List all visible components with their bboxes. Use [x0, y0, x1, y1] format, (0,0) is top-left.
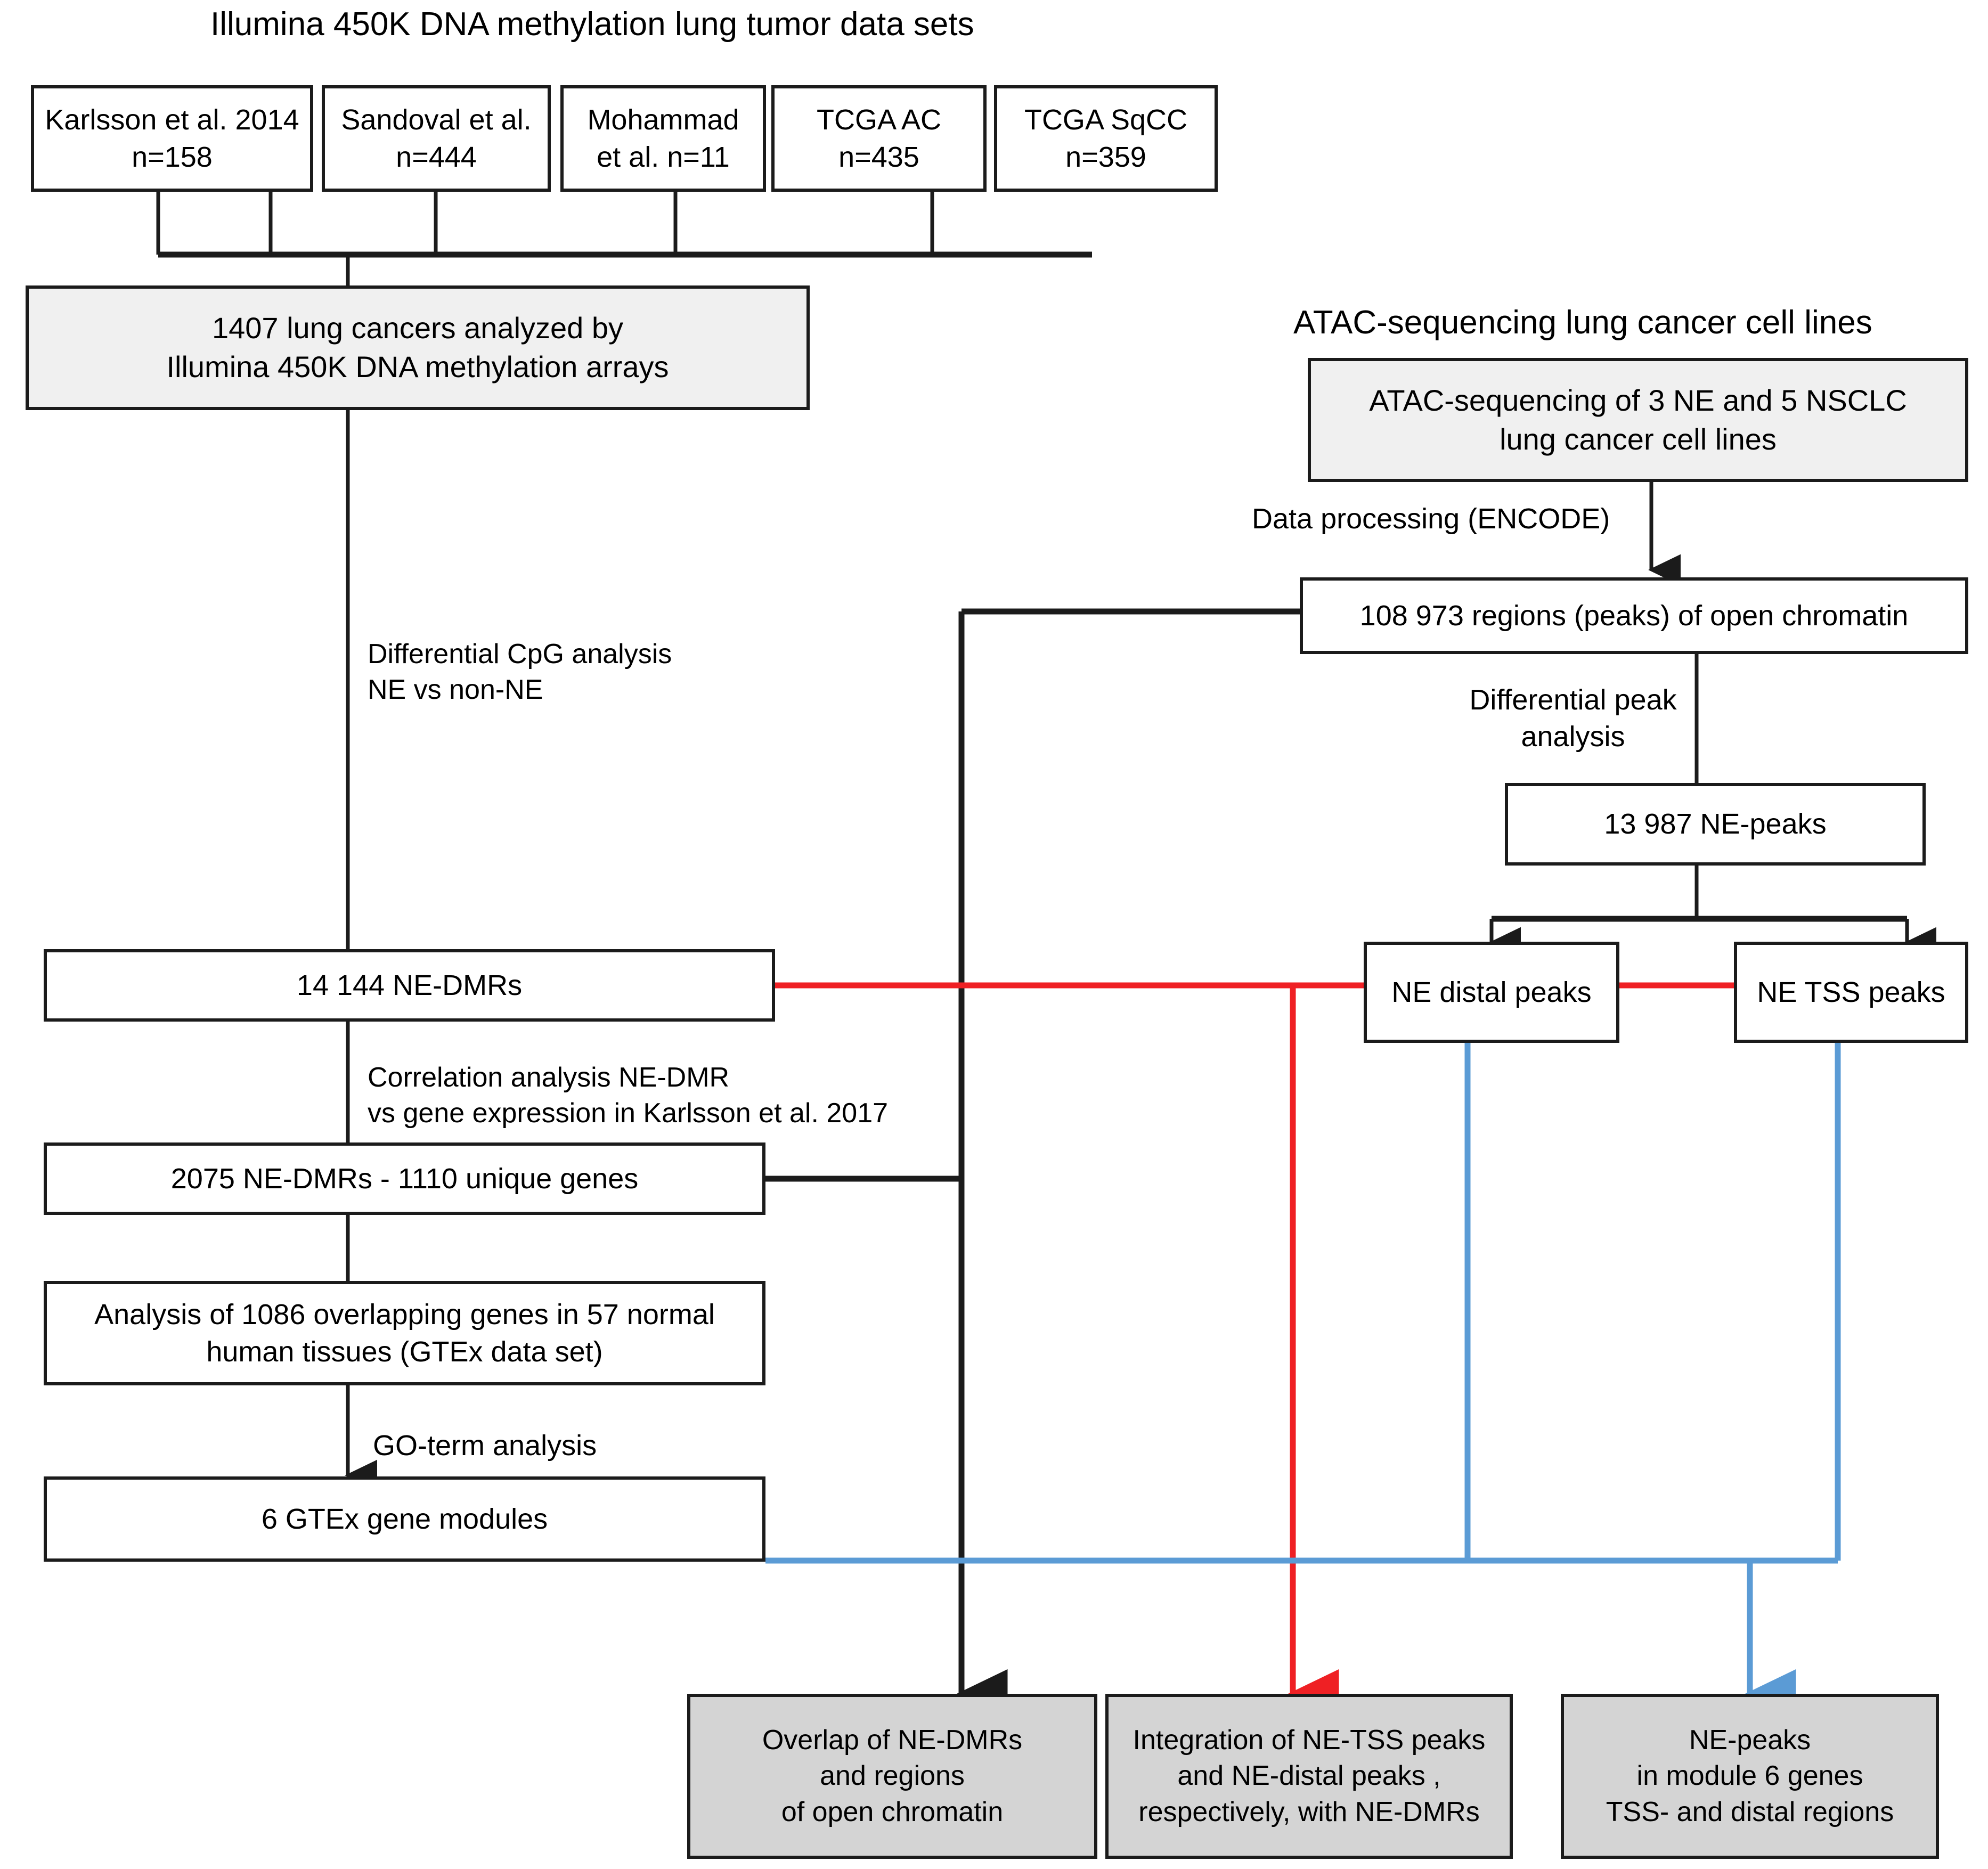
node-atac-seq[interactable]: ATAC-sequencing of 3 NE and 5 NSCLC lung…: [1308, 358, 1968, 482]
node-label: 2075 NE-DMRs - 1110 unique genes: [170, 1162, 639, 1195]
dataset-box-tcga-sqcc[interactable]: TCGA SqCC n=359: [994, 85, 1218, 192]
node-dmr-genes[interactable]: 2075 NE-DMRs - 1110 unique genes: [44, 1142, 765, 1215]
dataset-box-karlsson[interactable]: Karlsson et al. 2014 n=158: [31, 85, 313, 192]
edge-label-correlation: Correlation analysis NE-DMR vs gene expr…: [368, 1062, 889, 1129]
edge-label-data-processing: Data processing (ENCODE): [1252, 503, 1610, 535]
dataset-label: TCGA AC n=435: [816, 103, 942, 173]
node-label: 6 GTEx gene modules: [261, 1503, 548, 1535]
dataset-label: Sandoval et al. n=444: [341, 103, 532, 173]
node-label: 1407 lung cancers analyzed by Illumina 4…: [166, 311, 669, 383]
node-gtex-analysis[interactable]: Analysis of 1086 overlapping genes in 57…: [44, 1281, 765, 1385]
edge-label-differential-peak: Differential peak analysis: [1469, 684, 1677, 753]
node-label: NE-peaks in module 6 genes TSS- and dist…: [1606, 1724, 1894, 1827]
node-label: NE distal peaks: [1391, 976, 1592, 1008]
dataset-label: TCGA SqCC n=359: [1024, 103, 1188, 173]
edge-label-go-term: GO-term analysis: [373, 1430, 597, 1462]
left-title: Illumina 450K DNA methylation lung tumor…: [210, 6, 974, 43]
node-ne-tss-peaks[interactable]: NE TSS peaks: [1734, 942, 1968, 1043]
dataset-box-sandoval[interactable]: Sandoval et al. n=444: [322, 85, 551, 192]
node-label: 13 987 NE-peaks: [1604, 808, 1827, 840]
node-ne-distal-peaks[interactable]: NE distal peaks: [1364, 942, 1619, 1043]
dataset-label: Karlsson et al. 2014 n=158: [45, 103, 299, 173]
node-output-overlap[interactable]: Overlap of NE-DMRs and regions of open c…: [687, 1694, 1097, 1859]
node-label: Analysis of 1086 overlapping genes in 57…: [94, 1298, 715, 1368]
edge-label-differential-cpg: Differential CpG analysis NE vs non-NE: [368, 639, 672, 705]
dataset-label: Mohammad et al. n=11: [587, 103, 739, 173]
node-ne-peaks[interactable]: 13 987 NE-peaks: [1505, 783, 1926, 866]
node-label: NE TSS peaks: [1757, 976, 1945, 1008]
node-open-chromatin[interactable]: 108 973 regions (peaks) of open chromati…: [1300, 577, 1968, 654]
dataset-box-tcga-ac[interactable]: TCGA AC n=435: [771, 85, 987, 192]
node-ne-dmrs[interactable]: 14 144 NE-DMRs: [44, 949, 775, 1022]
node-output-integration[interactable]: Integration of NE-TSS peaks and NE-dista…: [1105, 1694, 1513, 1859]
node-label: 14 144 NE-DMRs: [296, 969, 523, 1001]
node-output-module6[interactable]: NE-peaks in module 6 genes TSS- and dist…: [1561, 1694, 1939, 1859]
right-title: ATAC-sequencing lung cancer cell lines: [1293, 304, 1872, 341]
node-label: Overlap of NE-DMRs and regions of open c…: [762, 1724, 1023, 1827]
node-label: Integration of NE-TSS peaks and NE-dista…: [1132, 1724, 1486, 1827]
node-label: ATAC-sequencing of 3 NE and 5 NSCLC lung…: [1369, 383, 1907, 456]
node-cohort[interactable]: 1407 lung cancers analyzed by Illumina 4…: [26, 285, 810, 410]
node-label: 108 973 regions (peaks) of open chromati…: [1359, 599, 1909, 632]
dataset-box-mohammad[interactable]: Mohammad et al. n=11: [560, 85, 766, 192]
node-gtex-modules[interactable]: 6 GTEx gene modules: [44, 1476, 765, 1562]
